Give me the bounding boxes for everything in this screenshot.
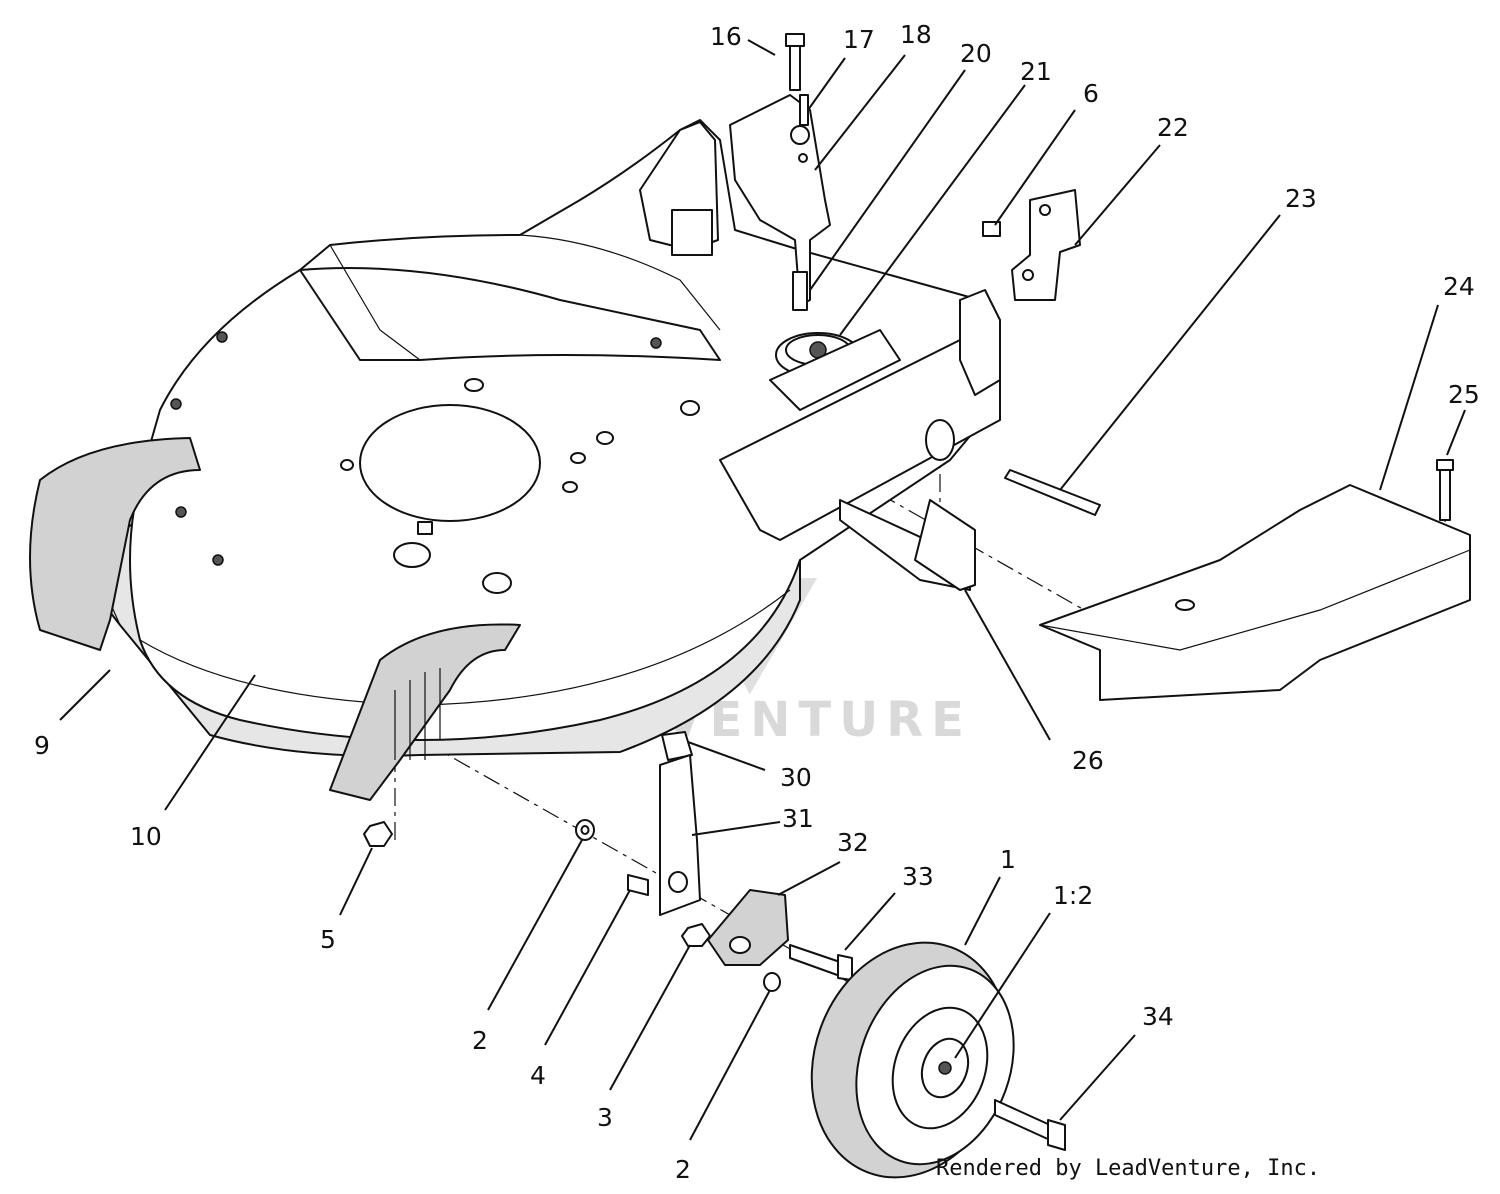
spacer-20 — [792, 271, 808, 311]
callout-32: 32 — [837, 828, 869, 857]
callout-30: 30 — [780, 763, 812, 792]
callout-20: 20 — [960, 39, 992, 68]
callout-23: 23 — [1285, 184, 1317, 213]
bracket-22 — [959, 189, 1081, 396]
callout-1: 1 — [1000, 845, 1016, 874]
bolt-6 — [982, 221, 1001, 237]
mower-deck — [29, 119, 1001, 801]
bolt-33 — [789, 944, 841, 977]
callout-2-upper: 2 — [472, 1026, 488, 1055]
callout-21: 21 — [1020, 57, 1052, 86]
bolt-4 — [627, 874, 649, 896]
pulley-21 — [769, 329, 901, 411]
callout-25: 25 — [1448, 380, 1480, 409]
callout-31: 31 — [782, 804, 814, 833]
callout-4: 4 — [530, 1061, 546, 1090]
callout-3: 3 — [597, 1103, 613, 1132]
bolt-25 — [1439, 464, 1451, 521]
nut-3 — [681, 923, 711, 947]
bolt-34 — [994, 1099, 1051, 1141]
rod-23 — [1004, 469, 1101, 516]
callout-34: 34 — [1142, 1002, 1174, 1031]
callout-26: 26 — [1072, 746, 1104, 775]
callout-17: 17 — [843, 25, 875, 54]
callout-9: 9 — [34, 731, 50, 760]
rear-shield-24 — [1039, 459, 1471, 701]
callout-2-lower: 2 — [675, 1155, 691, 1184]
bolt-17 — [799, 94, 809, 126]
callout-33: 33 — [902, 862, 934, 891]
callout-5: 5 — [320, 925, 336, 954]
flap-26 — [914, 499, 976, 591]
callout-22: 22 — [1157, 113, 1189, 142]
callout-6: 6 — [1083, 79, 1099, 108]
callout-24: 24 — [1443, 272, 1475, 301]
leader-lines — [59, 39, 1466, 1141]
adjuster-plate-31 — [659, 754, 701, 916]
callout-labels: 16 17 18 20 21 6 22 23 24 25 26 9 10 5 3… — [34, 20, 1480, 1184]
wheel-1 — [810, 941, 1015, 1179]
callout-10: 10 — [130, 822, 162, 851]
wheel-bracket-32 — [707, 889, 789, 966]
cap-30 — [661, 731, 693, 761]
callout-18: 18 — [900, 20, 932, 49]
render-credit: Rendered by LeadVenture, Inc. — [936, 1156, 1321, 1181]
washer-2b — [763, 972, 781, 992]
callout-16: 16 — [710, 22, 742, 51]
callout-1-2: 1:2 — [1053, 881, 1093, 910]
nut-5 — [363, 821, 393, 847]
height-adjust-bracket — [729, 33, 831, 311]
